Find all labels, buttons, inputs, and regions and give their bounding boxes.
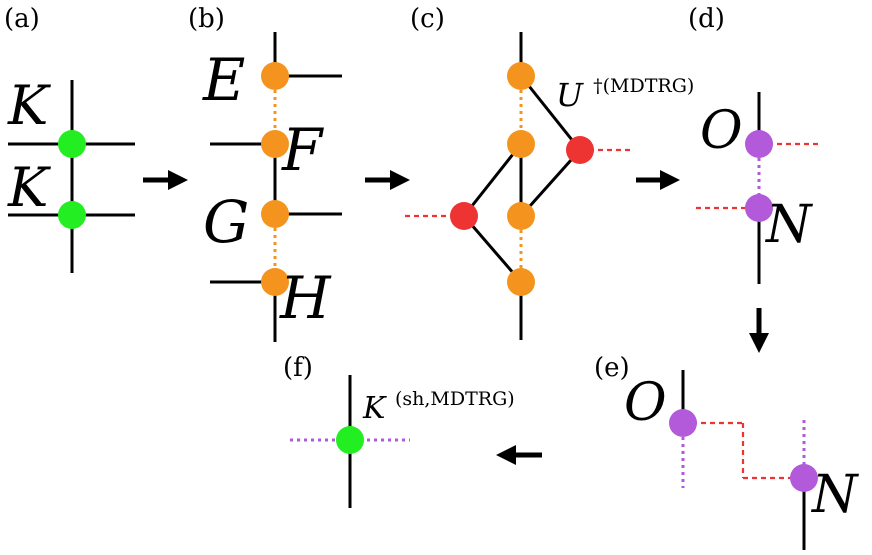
tensor-node-c4 [507, 268, 535, 296]
tensor-node-e [261, 62, 289, 90]
tensor-node-h [261, 268, 289, 296]
tensor-node-k-bottom [58, 201, 86, 229]
label-o-d: O [700, 101, 743, 161]
label-k-sh: K (sh,MDTRG) [362, 388, 515, 426]
panel-label-f: (f) [283, 353, 313, 383]
label-g: G [203, 188, 249, 256]
tensor-node-o-e [669, 409, 697, 437]
panel-e: O N [624, 370, 859, 550]
tensor-node-c3 [507, 202, 535, 230]
panel-a: K K [7, 74, 135, 273]
tensor-node-g [261, 200, 289, 228]
tensor-node-c2 [507, 130, 535, 158]
label-o-e: O [624, 373, 667, 433]
panel-d: O N [696, 92, 818, 284]
label-h: H [279, 264, 332, 332]
label-k-top: K [7, 74, 51, 137]
tensor-node-k-f [336, 426, 364, 454]
tensor-node-c1 [507, 62, 535, 90]
label-k-f-base: K [362, 391, 387, 426]
label-u-sup: †(MDTRG) [593, 75, 694, 97]
label-k-f-sup: (sh,MDTRG) [395, 388, 515, 410]
label-n-e: N [810, 465, 859, 525]
tensor-node-k-top [58, 130, 86, 158]
tensor-node-f [261, 130, 289, 158]
label-n-d: N [764, 195, 813, 255]
panel-label-b: (b) [188, 4, 225, 34]
panel-label-a: (a) [4, 4, 40, 34]
label-k-bottom: K [7, 156, 51, 219]
tensor-node-n-e [790, 464, 818, 492]
label-u-base: U [556, 76, 584, 114]
panel-b: E F G H [202, 32, 342, 342]
isometry-node-left [450, 202, 478, 230]
label-e: E [202, 46, 245, 114]
label-f: F [281, 116, 324, 184]
tensor-node-n-d [745, 194, 773, 222]
panel-label-d: (d) [688, 4, 725, 34]
label-u-dagger: U †(MDTRG) [556, 75, 694, 114]
tensor-node-o-d [745, 130, 773, 158]
panel-f: K (sh,MDTRG) [290, 375, 515, 508]
panel-label-c: (c) [410, 4, 445, 34]
panel-c: U †(MDTRG) [405, 32, 694, 340]
panel-label-e: (e) [594, 353, 630, 383]
isometry-node-right [566, 136, 594, 164]
